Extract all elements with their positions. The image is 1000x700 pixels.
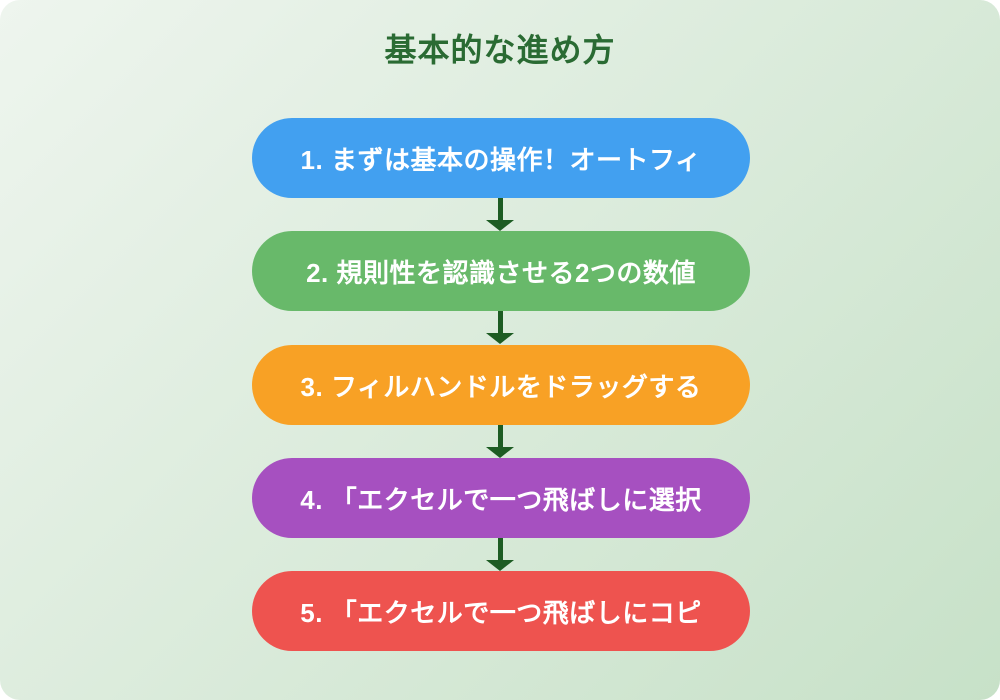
down-arrow-icon — [0, 311, 1000, 344]
flow-step-2: 2. 規則性を認識させる2つの数値 — [252, 231, 750, 311]
flow-step-4: 4. 「エクセルで一つ飛ばしに選択 — [252, 458, 750, 538]
arrow-head — [486, 220, 514, 231]
flow-step-5: 5. 「エクセルで一つ飛ばしにコピ — [252, 571, 750, 651]
down-arrow-icon — [0, 425, 1000, 458]
flow-step-3: 3. フィルハンドルをドラッグする — [252, 345, 750, 425]
flow-step-1: 1. まずは基本の操作！オートフィ — [252, 118, 750, 198]
arrow-stem — [497, 311, 503, 333]
flow-step-2-label: 2. 規則性を認識させる2つの数値 — [306, 257, 696, 288]
arrow-stem — [497, 538, 503, 560]
flow-step-5-label: 5. 「エクセルで一つ飛ばしにコピ — [300, 597, 702, 628]
arrow-stem — [497, 425, 503, 447]
arrow-head — [486, 447, 514, 458]
down-arrow-icon — [0, 538, 1000, 571]
arrow-stem — [497, 198, 503, 220]
page-title: 基本的な進め方 — [384, 32, 616, 68]
flow-step-1-label: 1. まずは基本の操作！オートフィ — [300, 144, 702, 175]
down-arrow-icon — [0, 198, 1000, 231]
flow-step-4-label: 4. 「エクセルで一つ飛ばしに選択 — [300, 484, 702, 515]
arrow-head — [486, 560, 514, 571]
arrow-head — [486, 333, 514, 344]
flow-step-3-label: 3. フィルハンドルをドラッグする — [300, 371, 702, 402]
